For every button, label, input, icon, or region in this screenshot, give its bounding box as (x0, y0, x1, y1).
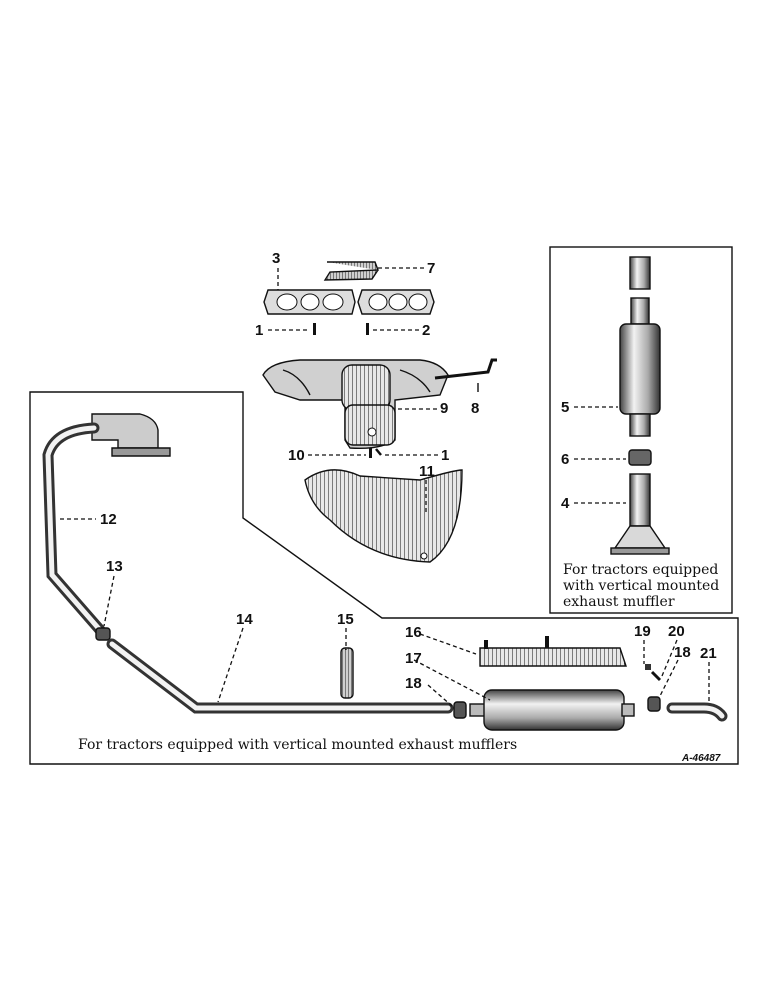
callout-20: 20 (668, 623, 685, 640)
pipe-clamp (95, 627, 111, 641)
muffler-heat-shield (479, 647, 627, 667)
stud-bolt (313, 323, 316, 335)
vertical-muffler (619, 297, 661, 437)
callout-15: 15 (337, 611, 354, 628)
callout-6: 6 (561, 451, 569, 468)
muffler-bracket-bolt (645, 664, 651, 670)
muffler-spring (340, 647, 354, 699)
callout-17: 17 (405, 650, 422, 667)
callout-9: 9 (440, 400, 448, 417)
horizontal-muffler-caption: For tractors equipped with vertical moun… (78, 737, 517, 753)
figure-reference: A-46487 (681, 753, 721, 764)
exhaust-pipe-lower (106, 638, 454, 714)
callout-21: 21 (700, 645, 717, 662)
callout-16: 16 (405, 624, 422, 641)
horizontal-muffler-frame (29, 391, 739, 765)
vertical-muffler-frame (549, 246, 733, 614)
elbow-adapter (91, 413, 171, 457)
manifold-control-rod (434, 358, 497, 380)
manifold-stud (366, 323, 369, 335)
callout-19: 19 (634, 623, 651, 640)
callout-14: 14 (236, 611, 253, 628)
callout-18-left: 18 (405, 675, 422, 692)
manifold-stud-lower (375, 448, 382, 456)
callout-10: 10 (288, 447, 305, 464)
muffler-top-pipe (629, 256, 651, 290)
callout-8: 8 (471, 400, 479, 417)
vertical-muffler-caption-1: For tractors equipped (563, 562, 718, 578)
callout-12: 12 (100, 511, 117, 528)
tailpipe-clamp (647, 696, 661, 712)
callout-13: 13 (106, 558, 123, 575)
callout-7: 7 (427, 260, 435, 277)
callout-3: 3 (272, 250, 280, 267)
vertical-muffler-caption-2: with vertical mounted (563, 578, 719, 594)
callout-11: 11 (419, 463, 435, 480)
muffler-clamp (628, 449, 652, 466)
muffler-inlet-clamp (453, 701, 467, 719)
callout-4: 4 (561, 495, 570, 512)
manifold-bolt (369, 448, 372, 458)
manifold-gaskets (263, 289, 435, 315)
callout-1-upper: 1 (255, 322, 263, 339)
heat-shield-plate (323, 261, 379, 281)
callout-1-lower: 1 (441, 447, 449, 464)
callout-5: 5 (561, 399, 569, 416)
callout-2: 2 (422, 322, 430, 339)
manifold-heat-shield (304, 469, 463, 563)
vertical-muffler-caption-3: exhaust muffler (563, 594, 675, 610)
muffler-washer (650, 670, 662, 682)
muffler-stack-base (610, 473, 670, 555)
leader-lines (60, 267, 710, 707)
callout-18-right: 18 (674, 644, 691, 661)
horizontal-muffler (469, 689, 635, 731)
exhaust-manifold (262, 359, 449, 450)
